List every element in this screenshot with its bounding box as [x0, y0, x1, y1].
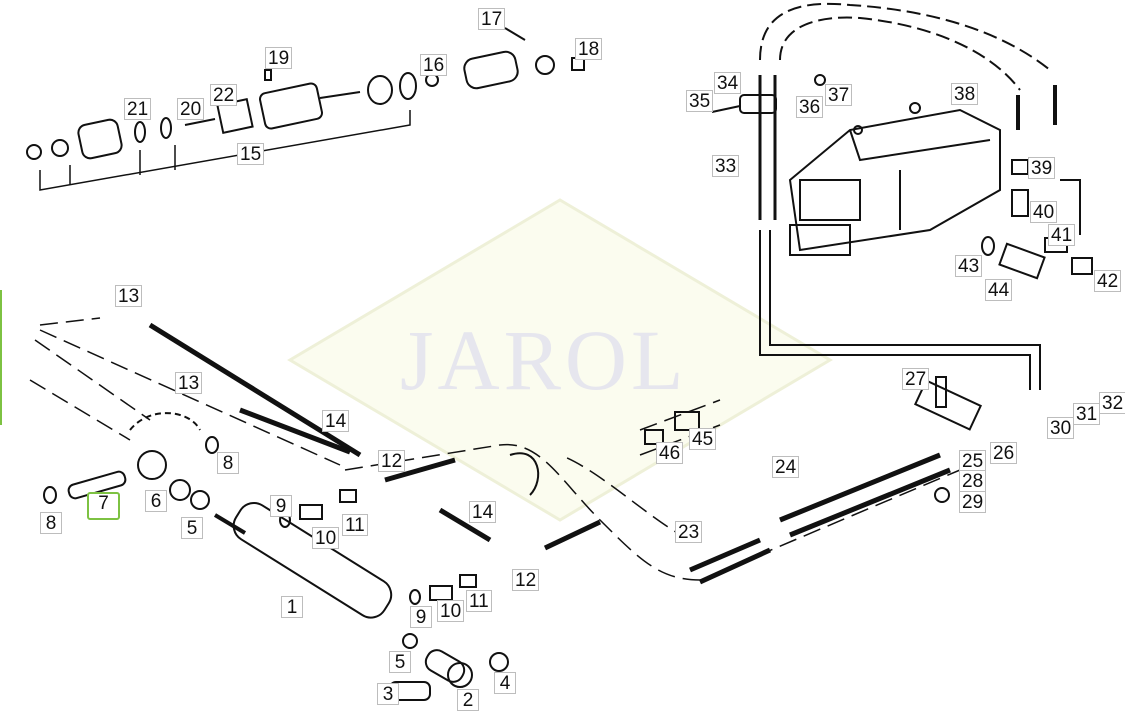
pivot-parts	[43, 376, 983, 510]
part-label-1[interactable]: 1	[281, 596, 303, 618]
part-label-10[interactable]: 10	[437, 600, 465, 622]
part-label-8[interactable]: 8	[40, 512, 62, 534]
part-label-36[interactable]: 36	[796, 96, 824, 118]
part-label-9[interactable]: 9	[410, 606, 432, 628]
hoses	[148, 322, 951, 585]
part-label-34[interactable]: 34	[714, 72, 742, 94]
part-label-33[interactable]: 33	[712, 155, 740, 177]
part-label-40[interactable]: 40	[1030, 201, 1058, 223]
part-label-43[interactable]: 43	[955, 255, 983, 277]
selection-edge-marker	[0, 290, 2, 425]
part-label-4[interactable]: 4	[494, 672, 516, 694]
part-label-12[interactable]: 12	[378, 450, 406, 472]
part-label-16[interactable]: 16	[420, 54, 448, 76]
part-label-14[interactable]: 14	[322, 410, 350, 432]
part-label-14[interactable]: 14	[469, 501, 497, 523]
part-label-10[interactable]: 10	[312, 527, 340, 549]
part-label-5[interactable]: 5	[389, 651, 411, 673]
part-label-30[interactable]: 30	[1047, 417, 1075, 439]
control-valve	[711, 2, 1093, 390]
part-label-15[interactable]: 15	[237, 143, 265, 165]
part-label-27[interactable]: 27	[902, 368, 930, 390]
part-label-39[interactable]: 39	[1028, 157, 1056, 179]
part-label-24[interactable]: 24	[772, 456, 800, 478]
part-label-20[interactable]: 20	[177, 98, 205, 120]
part-label-7-selected[interactable]: 7	[87, 492, 120, 520]
part-label-31[interactable]: 31	[1073, 403, 1101, 425]
part-label-28[interactable]: 28	[959, 470, 987, 492]
part-label-3[interactable]: 3	[377, 683, 399, 705]
part-label-45[interactable]: 45	[689, 428, 717, 450]
part-label-5[interactable]: 5	[181, 517, 203, 539]
part-label-19[interactable]: 19	[265, 47, 293, 69]
part-label-23[interactable]: 23	[675, 521, 703, 543]
part-label-38[interactable]: 38	[951, 83, 979, 105]
part-label-12[interactable]: 12	[512, 569, 540, 591]
part-label-6[interactable]: 6	[145, 490, 167, 512]
part-label-25[interactable]: 25	[959, 450, 987, 472]
part-label-42[interactable]: 42	[1094, 270, 1122, 292]
part-label-44[interactable]: 44	[985, 279, 1013, 301]
part-label-32[interactable]: 32	[1099, 392, 1125, 414]
dashed-hose-routing	[29, 317, 961, 581]
part-label-26[interactable]: 26	[990, 442, 1018, 464]
part-label-13[interactable]: 13	[115, 285, 143, 307]
part-label-11[interactable]: 11	[466, 590, 492, 612]
part-label-29[interactable]: 29	[959, 491, 987, 513]
watermark: JAROL	[400, 312, 688, 408]
part-label-46[interactable]: 46	[656, 442, 684, 464]
part-label-2[interactable]: 2	[457, 689, 479, 711]
part-label-37[interactable]: 37	[825, 84, 853, 106]
part-label-18[interactable]: 18	[575, 38, 603, 60]
part-label-9[interactable]: 9	[270, 495, 292, 517]
part-label-41[interactable]: 41	[1048, 224, 1076, 246]
part-label-22[interactable]: 22	[210, 84, 238, 106]
part-label-21[interactable]: 21	[124, 98, 152, 120]
part-label-17[interactable]: 17	[478, 8, 506, 30]
upper-left-assembly	[26, 27, 585, 191]
part-label-13[interactable]: 13	[175, 372, 203, 394]
part-label-11[interactable]: 11	[342, 514, 368, 536]
part-label-8[interactable]: 8	[217, 452, 239, 474]
part-label-35[interactable]: 35	[686, 90, 714, 112]
hydraulic-cylinder	[213, 489, 509, 701]
